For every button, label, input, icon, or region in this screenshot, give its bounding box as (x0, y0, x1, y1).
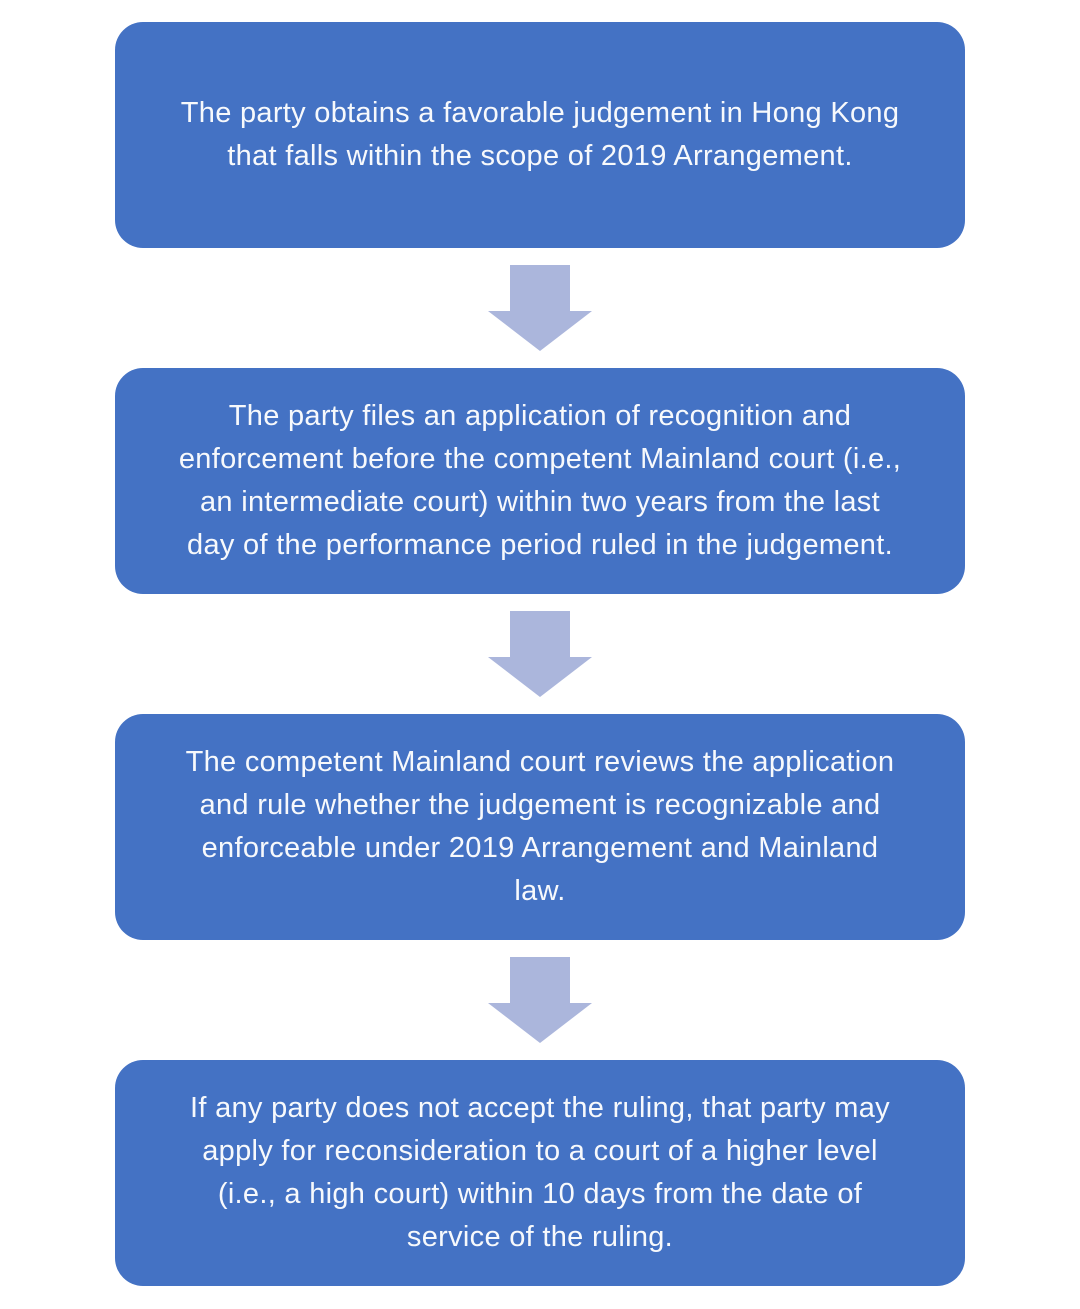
down-arrow-stem (510, 611, 570, 658)
down-arrow-icon (488, 611, 592, 697)
down-arrow-icon (488, 265, 592, 351)
flow-step-1-text: The party obtains a favorable judgement … (180, 97, 900, 172)
flow-step-2: The party files an application of recogn… (115, 368, 965, 594)
connector-zone-2 (488, 594, 592, 714)
down-arrow-icon (488, 957, 592, 1043)
flow-step-4: If any party does not accept the ruling,… (115, 1060, 965, 1286)
down-arrow-stem (510, 265, 570, 312)
flow-step-1: The party obtains a favorable judgement … (115, 22, 965, 248)
down-arrow-head (488, 1003, 592, 1043)
down-arrow-head (488, 311, 592, 351)
down-arrow-head (488, 657, 592, 697)
flow-step-3: The competent Mainland court reviews the… (115, 714, 965, 940)
flow-step-2-text: The party files an application of recogn… (178, 400, 902, 561)
connector-zone-1 (488, 248, 592, 368)
down-arrow-stem (510, 957, 570, 1004)
flow-step-4-text: If any party does not accept the ruling,… (190, 1092, 890, 1253)
flow-step-3-text: The competent Mainland court reviews the… (185, 746, 895, 907)
connector-zone-3 (488, 940, 592, 1060)
